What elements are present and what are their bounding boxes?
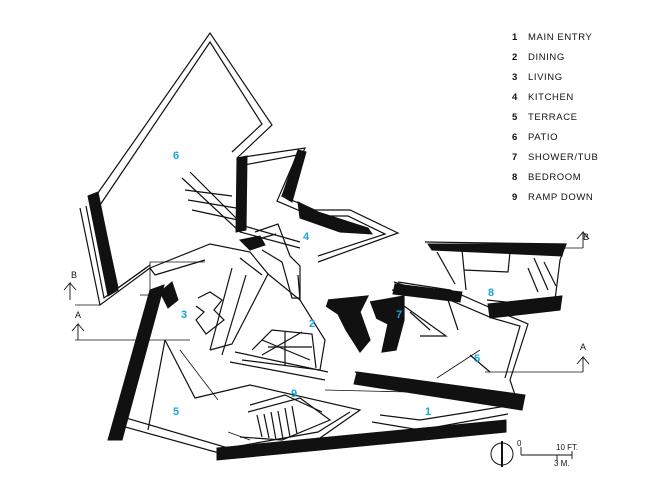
scale-bar: 0 10 FT. 3 M.: [517, 439, 578, 468]
legend-item: 5 TERRACE: [512, 107, 644, 127]
main-entry: [371, 404, 513, 431]
section-marker-b-left: [63, 281, 77, 300]
legend-label: MAIN ENTRY: [528, 31, 593, 43]
legend-item: 3 LIVING: [512, 67, 644, 87]
room-label-patio: 6: [173, 150, 179, 162]
section-marker-a-left: [71, 322, 85, 340]
north-arrow-icon: [490, 441, 514, 467]
legend-item: 7 SHOWER/TUB: [512, 147, 644, 167]
legend-label: RAMP DOWN: [528, 191, 594, 203]
room-label-kitchen: 4: [303, 231, 310, 243]
legend-label: TERRACE: [528, 111, 578, 123]
section-marker-a-right: [576, 355, 590, 372]
legend-item: 2 DINING: [512, 47, 644, 67]
section-label-b-left: B: [71, 270, 77, 280]
room-label-living: 3: [181, 309, 187, 321]
legend-number: 4: [512, 91, 518, 103]
legend-number: 1: [512, 31, 518, 43]
living-area: [149, 243, 269, 356]
legend-label: LIVING: [528, 71, 563, 83]
legend-label: DINING: [528, 51, 565, 63]
legend-item: 6 PATIO: [512, 127, 644, 147]
legend: 1 MAIN ENTRY 2 DINING 3 LIVING 4 KITCHEN…: [512, 27, 644, 207]
legend-number: 6: [512, 131, 518, 143]
legend-label: PATIO: [528, 131, 559, 143]
legend-item: 4 KITCHEN: [512, 87, 644, 107]
legend-number: 7: [512, 151, 518, 163]
kitchen-outline: [181, 147, 400, 301]
legend-number: 5: [512, 111, 518, 123]
legend-item: 1 MAIN ENTRY: [512, 27, 644, 47]
scale-feet: 10 FT.: [556, 443, 578, 452]
section-label-a-left: A: [75, 310, 81, 320]
legend-number: 9: [512, 191, 518, 203]
room-label-main-entry: 1: [425, 406, 431, 418]
legend-number: 2: [512, 51, 518, 63]
scale-meters: 3 M.: [554, 459, 570, 468]
section-label-a-right: A: [580, 342, 586, 352]
legend-label: BEDROOM: [528, 171, 582, 183]
room-label-dining: 2: [309, 318, 315, 330]
legend-number: 3: [512, 71, 518, 83]
room-label-ramp-down: 9: [291, 388, 297, 400]
section-label-b-right: B: [583, 232, 589, 242]
section-marker-b-right: [576, 230, 590, 248]
legend-label: KITCHEN: [528, 91, 574, 103]
room-label-bedroom: 8: [488, 287, 494, 299]
legend-label: SHOWER/TUB: [528, 151, 599, 163]
room-label-terrace-right: 5: [474, 353, 480, 365]
dining-area: [229, 273, 329, 381]
room-labels: 6 4 3 2 7 8 5 5 9 1: [173, 150, 494, 418]
room-label-shower-tub: 7: [396, 309, 402, 321]
scale-zero: 0: [517, 439, 522, 448]
legend-number: 8: [512, 171, 518, 183]
legend-item: 9 RAMP DOWN: [512, 187, 644, 207]
legend-item: 8 BEDROOM: [512, 167, 644, 187]
room-label-terrace-left: 5: [173, 406, 179, 418]
